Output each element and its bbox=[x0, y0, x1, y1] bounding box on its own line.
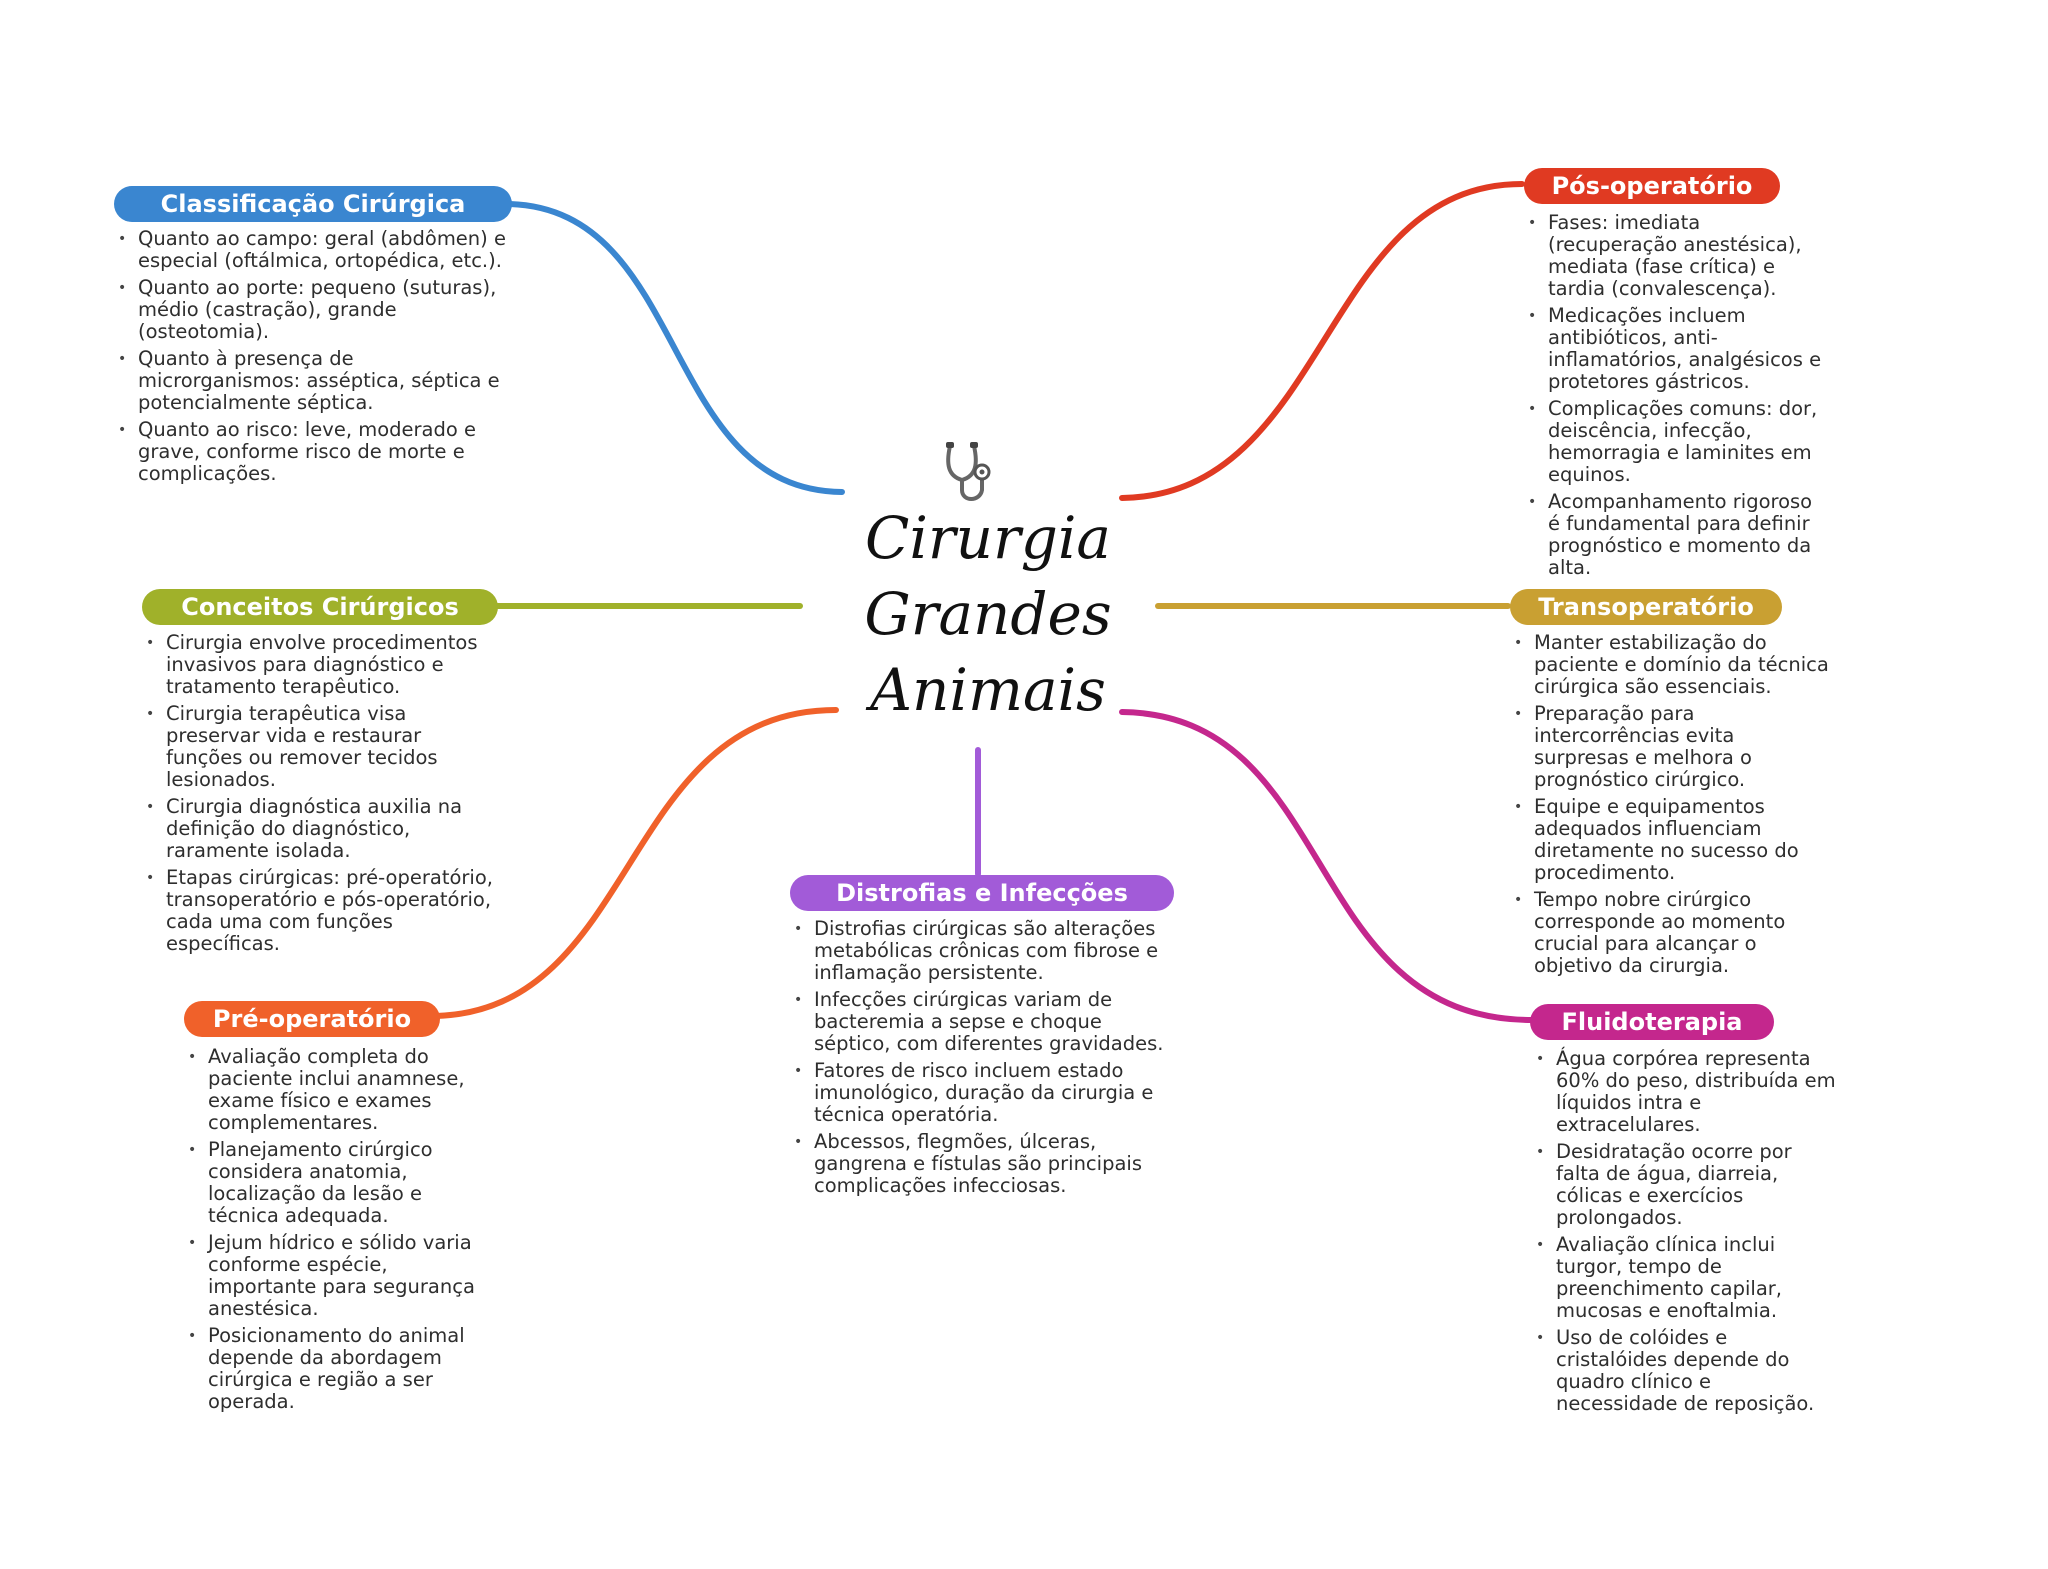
list-item: Cirurgia envolve procedimentos invasivos… bbox=[146, 632, 496, 698]
list-item: Manter estabilização do paciente e domín… bbox=[1514, 632, 1834, 698]
title-line: Cirurgia bbox=[865, 504, 1111, 572]
branch-title-preoperatorio[interactable]: Pré-operatório bbox=[184, 1001, 440, 1037]
list-item: Quanto ao campo: geral (abdômen) e espec… bbox=[118, 228, 518, 272]
list-item: Etapas cirúrgicas: pré-operatório, trans… bbox=[146, 867, 496, 955]
connector-posoperatorio bbox=[1119, 181, 1525, 501]
list-item: Posicionamento do animal depende da abor… bbox=[188, 1325, 488, 1413]
list-item: Quanto ao porte: pequeno (suturas), médi… bbox=[118, 277, 518, 343]
list-item: Planejamento cirúrgico considera anatomi… bbox=[188, 1139, 488, 1227]
stethoscope-icon bbox=[946, 442, 991, 501]
list-item: Distrofias cirúrgicas são alterações met… bbox=[794, 918, 1164, 984]
list-item: Jejum hídrico e sólido varia conforme es… bbox=[188, 1232, 488, 1320]
list-item: Fatores de risco incluem estado imunológ… bbox=[794, 1060, 1164, 1126]
list-item: Abcessos, flegmões, úlceras, gangrena e … bbox=[794, 1131, 1164, 1197]
branch-title-posoperatorio[interactable]: Pós-operatório bbox=[1524, 168, 1780, 204]
list-item: Desidratação ocorre por falta de água, d… bbox=[1536, 1141, 1836, 1229]
branch-title-classificacao[interactable]: Classificação Cirúrgica bbox=[114, 186, 512, 222]
list-item: Complicações comuns: dor, deiscência, in… bbox=[1528, 398, 1828, 486]
branch-list-posoperatorio: Fases: imediata (recuperação anestésica)… bbox=[1528, 212, 1828, 584]
branch-list-classificacao: Quanto ao campo: geral (abdômen) e espec… bbox=[118, 228, 518, 490]
list-item: Uso de colóides e cristalóides depende d… bbox=[1536, 1327, 1836, 1415]
branch-list-distrofias: Distrofias cirúrgicas são alterações met… bbox=[794, 918, 1164, 1202]
list-item: Tempo nobre cirúrgico corresponde ao mom… bbox=[1514, 889, 1834, 977]
list-item: Infecções cirúrgicas variam de bacteremi… bbox=[794, 989, 1164, 1055]
list-item: Acompanhamento rigoroso é fundamental pa… bbox=[1528, 491, 1828, 579]
list-item: Avaliação clínica inclui turgor, tempo d… bbox=[1536, 1234, 1836, 1322]
list-item: Cirurgia diagnóstica auxilia na definiçã… bbox=[146, 796, 496, 862]
branch-title-distrofias[interactable]: Distrofias e Infecções bbox=[790, 875, 1174, 911]
list-item: Medicações incluem antibióticos, anti-in… bbox=[1528, 305, 1828, 393]
branch-title-fluidoterapia[interactable]: Fluidoterapia bbox=[1530, 1004, 1774, 1040]
branch-list-transoperatorio: Manter estabilização do paciente e domín… bbox=[1514, 632, 1834, 982]
list-item: Água corpórea representa 60% do peso, di… bbox=[1536, 1048, 1836, 1136]
central-topic-title: Cirurgia Grandes Animais bbox=[838, 500, 1138, 728]
branch-list-fluidoterapia: Água corpórea representa 60% do peso, di… bbox=[1536, 1048, 1836, 1420]
connector-preoperatorio bbox=[433, 707, 839, 1019]
branch-title-transoperatorio[interactable]: Transoperatório bbox=[1510, 589, 1782, 625]
branch-list-preoperatorio: Avaliação completa do paciente inclui an… bbox=[188, 1046, 488, 1418]
branch-title-conceitos[interactable]: Conceitos Cirúrgicos bbox=[142, 589, 498, 625]
list-item: Cirurgia terapêutica visa preservar vida… bbox=[146, 703, 496, 791]
connector-classificacao bbox=[507, 201, 845, 495]
title-line: Grandes bbox=[864, 580, 1112, 648]
list-item: Quanto ao risco: leve, moderado e grave,… bbox=[118, 419, 518, 485]
title-line: Animais bbox=[870, 656, 1106, 724]
list-item: Equipe e equipamentos adequados influenc… bbox=[1514, 796, 1834, 884]
connector-fluidoterapia bbox=[1119, 709, 1535, 1023]
list-item: Fases: imediata (recuperação anestésica)… bbox=[1528, 212, 1828, 300]
list-item: Preparação para intercorrências evita su… bbox=[1514, 703, 1834, 791]
list-item: Avaliação completa do paciente inclui an… bbox=[188, 1046, 488, 1134]
branch-list-conceitos: Cirurgia envolve procedimentos invasivos… bbox=[146, 632, 496, 960]
list-item: Quanto à presença de microrganismos: ass… bbox=[118, 348, 518, 414]
